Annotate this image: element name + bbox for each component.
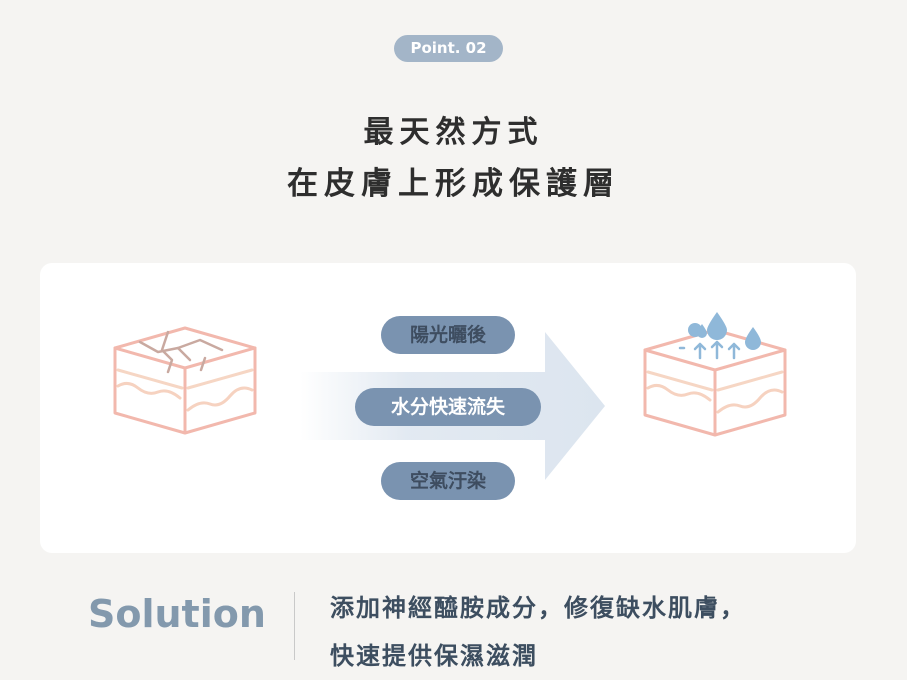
dry-cracked-skin-icon	[113, 326, 257, 435]
pill-air-pollution: 空氣汙染	[381, 462, 515, 500]
pill-after-sun: 陽光曬後	[381, 316, 515, 354]
divider	[294, 592, 295, 660]
pill-moisture-loss: 水分快速流失	[355, 388, 541, 426]
solution-text-line2: 快速提供保濕滋潤	[330, 642, 538, 670]
page-title-line2: 在皮膚上形成保護層	[287, 166, 620, 202]
solution-text-line1: 添加神經醯胺成分，修復缺水肌膚，	[330, 594, 746, 622]
point-badge: Point. 02	[394, 35, 503, 62]
hydrated-skin-icon	[643, 312, 787, 437]
page-title-line1: 最天然方式	[363, 115, 544, 150]
solution-heading: Solution	[88, 592, 266, 636]
